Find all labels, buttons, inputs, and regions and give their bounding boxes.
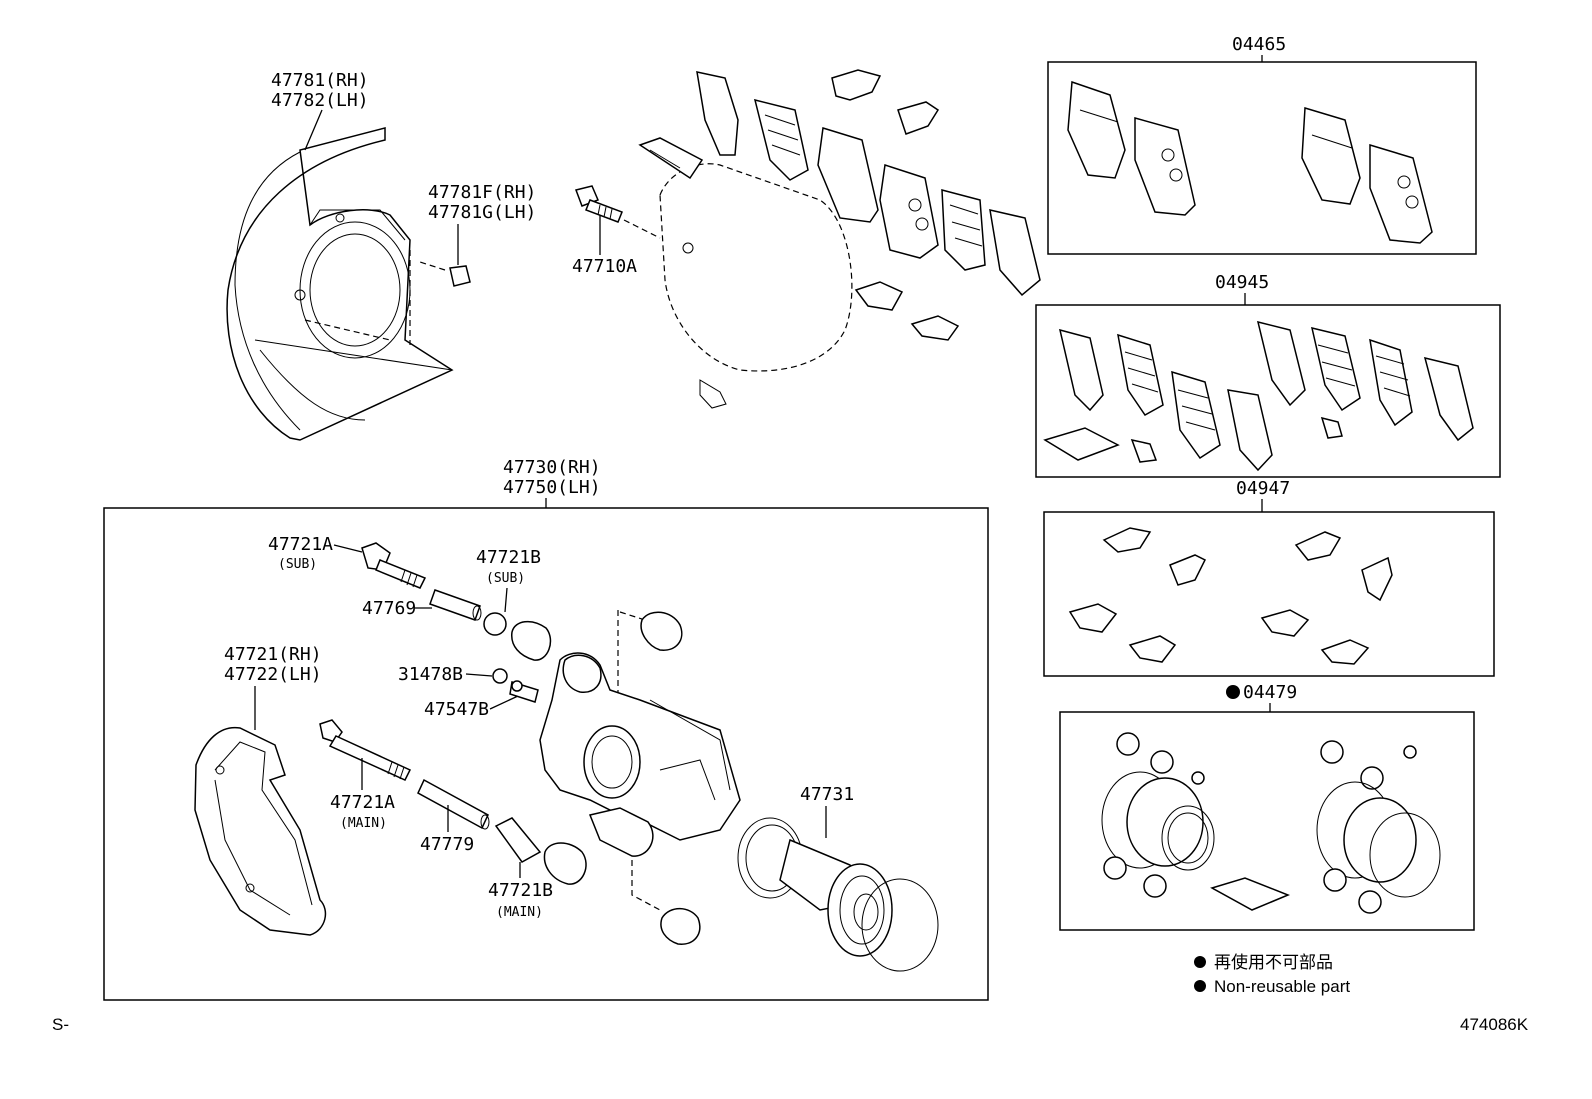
label-bracket-lh: 47722(LH) [224, 664, 322, 685]
label-kit-04479: 04479 [1243, 682, 1297, 703]
label-shield-lh: 47782(LH) [271, 90, 369, 111]
kit-04947-clips [1068, 527, 1393, 665]
legend-dot-icon-en [1194, 980, 1206, 992]
shield-bolt [419, 261, 471, 287]
legend-jp: 再使用不可部品 [1214, 952, 1333, 972]
label-shield-rh: 47781(RH) [271, 70, 369, 91]
dust-cover-shield [226, 127, 454, 441]
label-plug-31478b: 31478B [398, 664, 463, 685]
slide-pin-sub [361, 542, 427, 589]
kit-04945-shims [1043, 320, 1474, 472]
label-piston-47731: 47731 [800, 784, 854, 805]
bush-47779 [417, 778, 490, 830]
label-kit-04945: 04945 [1215, 272, 1269, 293]
label-bolt-47710a: 47710A [572, 256, 637, 277]
non-reusable-dot-icon [1226, 685, 1240, 699]
kit-04465-pads [1067, 80, 1433, 244]
kit-04479-box [1059, 711, 1475, 931]
label-boot-sub: 47721B [476, 547, 541, 568]
caliper-mount-bolt [575, 185, 661, 239]
label-bolt-rh: 47781F(RH) [428, 182, 536, 203]
bleeder-47547b [509, 680, 539, 703]
caliper-assembly-box [103, 507, 989, 1001]
legend-dot-icon-jp [1194, 956, 1206, 968]
kit-04947-box [1043, 511, 1495, 677]
label-pin-sub-note: (SUB) [278, 557, 317, 572]
boot-main [494, 817, 587, 885]
label-kit-04947: 04947 [1236, 478, 1290, 499]
label-pin-main-note: (MAIN) [340, 816, 387, 831]
label-boot-sub-note: (SUB) [486, 571, 525, 586]
caliper-body [539, 610, 741, 945]
label-boot-main-note: (MAIN) [496, 905, 543, 920]
label-bolt-lh: 47781G(LH) [428, 202, 536, 223]
label-boot-main: 47721B [488, 880, 553, 901]
footer-left: S- [52, 1015, 69, 1034]
label-bracket-rh: 47721(RH) [224, 644, 322, 665]
bush-47769 [429, 589, 482, 621]
boot-sub [483, 612, 552, 661]
piston-47731 [737, 817, 939, 972]
kit-04465-box [1047, 61, 1477, 255]
label-caliper-lh: 47750(LH) [503, 477, 601, 498]
label-bush-47769: 47769 [362, 598, 416, 619]
label-pin-sub: 47721A [268, 534, 333, 555]
exploded-pads-group [696, 69, 1041, 341]
label-caliper-rh: 47730(RH) [503, 457, 601, 478]
mounting-bracket [194, 726, 327, 936]
label-bleeder-47547b: 47547B [424, 699, 489, 720]
legend-en: Non-reusable part [1214, 977, 1350, 996]
label-pin-main: 47721A [330, 792, 395, 813]
caliper-outline-exploded [638, 137, 853, 409]
label-bush-47779: 47779 [420, 834, 474, 855]
footer-right: 474086K [1460, 1015, 1529, 1034]
label-kit-04465: 04465 [1232, 34, 1286, 55]
plug-31478b [492, 668, 508, 684]
kit-04479-seals [1101, 732, 1441, 914]
slide-pin-main [319, 719, 412, 781]
kit-04945-box [1035, 304, 1501, 478]
